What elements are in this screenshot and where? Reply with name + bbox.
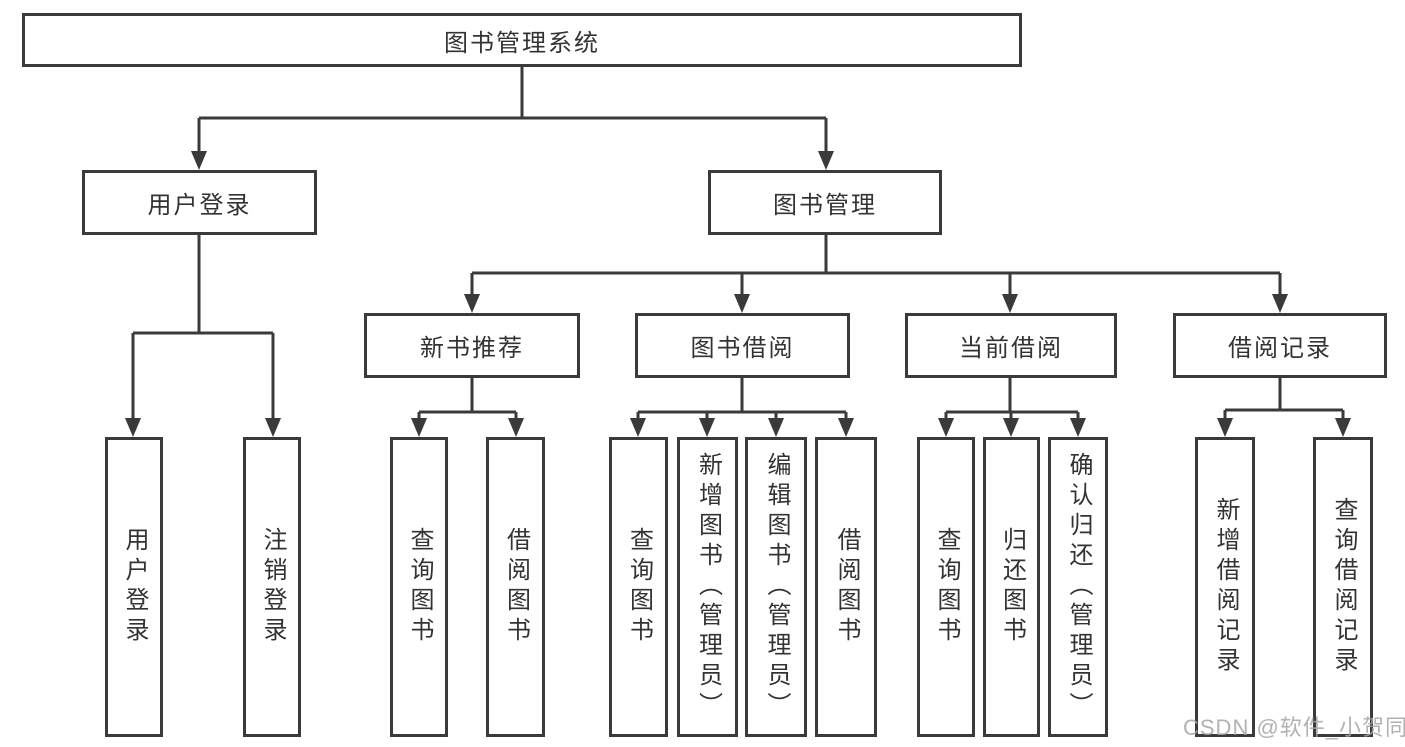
node-book-borrow: 图书借阅 bbox=[635, 313, 850, 378]
leaf-query-books-current: 查询图书 bbox=[917, 437, 975, 737]
connector-book-mgmt-to-level3 bbox=[464, 235, 1288, 313]
leaf-add-borrow-record: 新增借阅记录 bbox=[1195, 437, 1255, 737]
connector-root-to-level2 bbox=[191, 67, 834, 170]
node-new-book-recommend: 新书推荐 bbox=[364, 313, 580, 378]
connector-user-login-to-leaves bbox=[125, 235, 281, 437]
connector-book-borrow-group bbox=[630, 378, 854, 437]
node-book-management: 图书管理 bbox=[708, 170, 942, 235]
leaf-return-books: 归还图书 bbox=[983, 437, 1040, 737]
node-user-login: 用户登录 bbox=[82, 170, 317, 235]
connector-current-borrow-group bbox=[938, 378, 1086, 437]
leaf-logout: 注销登录 bbox=[243, 437, 301, 737]
node-library-system-root: 图书管理系统 bbox=[22, 13, 1022, 67]
leaf-borrow-books-recommend: 借阅图书 bbox=[486, 437, 545, 737]
leaf-add-books-admin: 新增图书（管理员） bbox=[677, 437, 738, 737]
leaf-user-login: 用户登录 bbox=[105, 437, 163, 737]
leaf-query-borrow-record: 查询借阅记录 bbox=[1313, 437, 1373, 737]
connector-borrow-records-group bbox=[1217, 378, 1351, 437]
node-borrow-records: 借阅记录 bbox=[1173, 313, 1387, 378]
node-current-borrow: 当前借阅 bbox=[905, 313, 1117, 378]
leaf-confirm-return-admin: 确认归还（管理员） bbox=[1048, 437, 1108, 737]
leaf-query-books-borrow: 查询图书 bbox=[609, 437, 668, 737]
csdn-watermark: CSDN @软件_小贺同学 bbox=[1183, 715, 1405, 740]
leaf-borrow-books: 借阅图书 bbox=[815, 437, 877, 737]
leaf-query-books-recommend: 查询图书 bbox=[390, 437, 448, 737]
connector-new-book-group bbox=[411, 378, 524, 437]
leaf-edit-books-admin: 编辑图书（管理员） bbox=[745, 437, 807, 737]
